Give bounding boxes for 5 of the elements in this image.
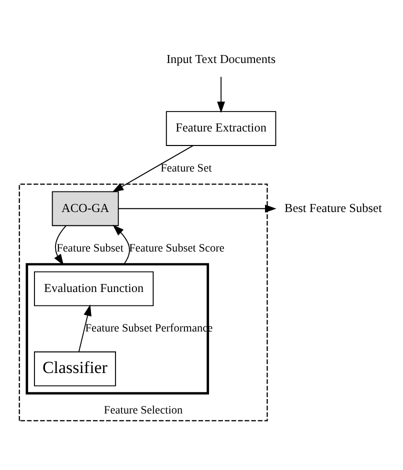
node-text: Best Feature Subset [284,200,382,214]
edge-label: Feature Subset Score [129,242,224,254]
node-text: Input Text Documents [166,51,276,66]
edge-label: Feature Set [160,162,212,174]
edge-label: Feature Subset [56,242,124,254]
